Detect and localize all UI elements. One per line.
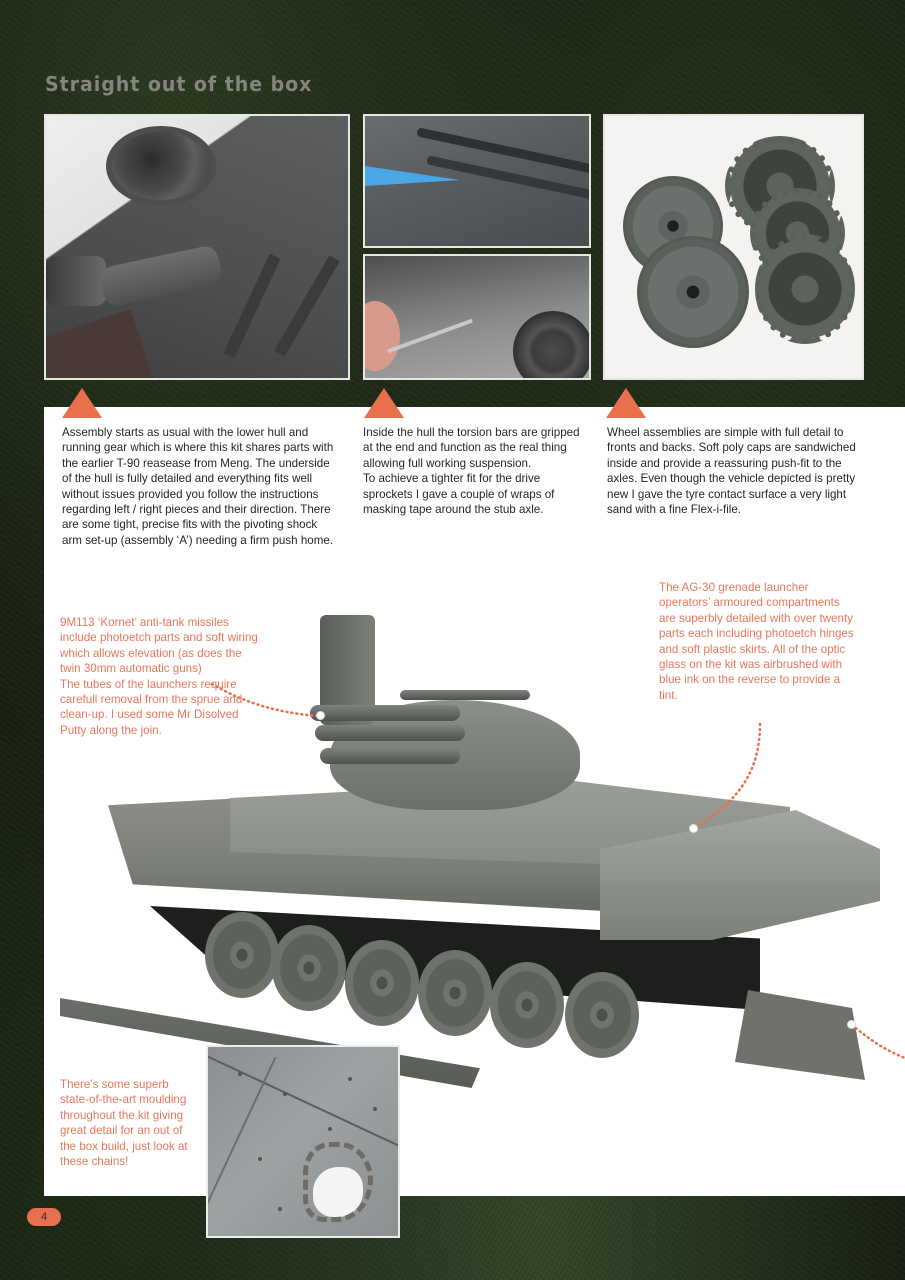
caption-moulding-chains: There’s some superb state-of-the-art mou… bbox=[60, 1078, 188, 1169]
pointer-triangle-icon bbox=[364, 388, 404, 418]
wheel-assemblies-photo bbox=[603, 114, 864, 380]
body-text-assembly: Assembly starts as usual with the lower … bbox=[62, 426, 334, 547]
pointer-triangle-icon bbox=[62, 388, 102, 418]
caption-ag30-launcher: The AG-30 grenade launcher operators’ ar… bbox=[659, 581, 854, 702]
sprocket-tape-photo bbox=[363, 254, 591, 380]
body-text-wheels: Wheel assemblies are simple with full de… bbox=[607, 426, 856, 517]
callout-marker-icon bbox=[689, 824, 698, 833]
page-number: 4 bbox=[27, 1208, 61, 1226]
chain-detail-photo bbox=[206, 1045, 400, 1238]
caption-kornet-missiles: 9M113 ‘Kornet’ anti-tank missiles includ… bbox=[60, 616, 258, 737]
pointer-triangle-icon bbox=[606, 388, 646, 418]
body-text-torsion-bars: Inside the hull the torsion bars are gri… bbox=[363, 426, 580, 517]
callout-marker-icon bbox=[316, 711, 325, 720]
torsion-bars-photo bbox=[363, 114, 591, 248]
callout-marker-icon bbox=[847, 1020, 856, 1029]
hull-underside-photo bbox=[44, 114, 350, 380]
section-title: Straight out of the box bbox=[45, 72, 313, 96]
